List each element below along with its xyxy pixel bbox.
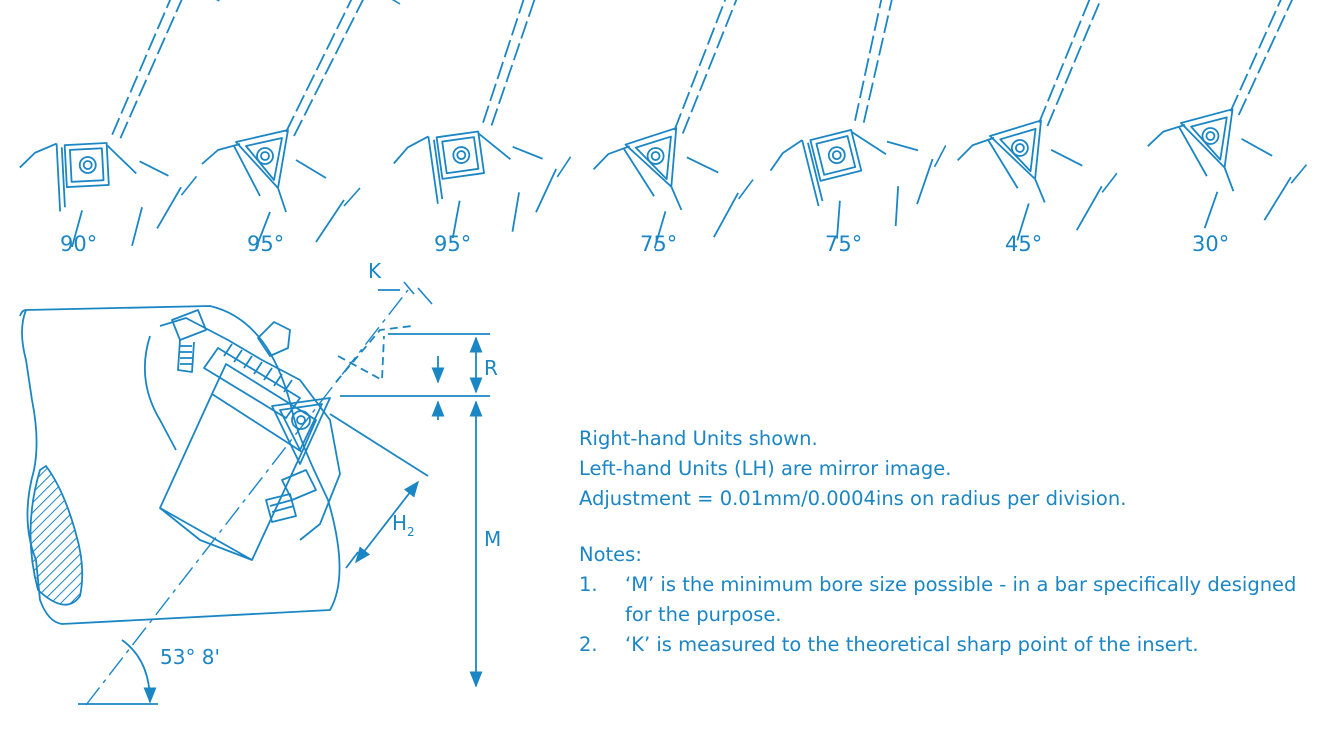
dimension-m-label: M [484, 527, 501, 551]
boring-unit-drawing [19, 281, 490, 706]
note-line-left-hand: Left-hand Units (LH) are mirror image. [579, 457, 952, 480]
note-item: 2. ‘K’ is measured to the theoretical sha… [579, 630, 1319, 660]
angle-label-1: 90° [60, 232, 97, 256]
tool-head-2 [201, 0, 401, 249]
dimension-k-label: K [368, 259, 382, 283]
dimension-h2-sub: 2 [407, 525, 415, 539]
angle-label-4: 75° [640, 232, 677, 256]
notes-list: 1. ‘M’ is the minimum bore size possible … [579, 570, 1319, 660]
tool-head-4 [576, 0, 800, 255]
dimension-h2-label: H2 [392, 511, 415, 539]
tool-head-5 [725, 0, 994, 254]
note-number: 1. [579, 573, 598, 596]
angle-label-6: 45° [1005, 232, 1042, 256]
note-line-adjustment: Adjustment = 0.01mm/0.0004ins on radius … [579, 487, 1127, 510]
tool-head-3 [367, 0, 613, 248]
angle-label-2: 95° [247, 232, 284, 256]
note-item: 1. ‘M’ is the minimum bore size possible … [579, 570, 1319, 630]
dimension-h2-main: H [392, 511, 407, 535]
note-line-right-hand: Right-hand Units shown. [579, 427, 818, 450]
note-number: 2. [579, 633, 598, 656]
angle-label-5: 75° [825, 232, 862, 256]
note-text: ‘K’ is measured to the theoretical sharp… [625, 633, 1199, 656]
bar-angle-label: 53° 8' [160, 645, 220, 669]
dimension-r-label: R [484, 356, 498, 380]
note-text: ‘M’ is the minimum bore size possible - … [625, 573, 1297, 626]
angle-label-7: 30° [1192, 232, 1229, 256]
notes-panel: Right-hand Units shown. Left-hand Units … [579, 424, 1319, 660]
angle-label-3: 95° [434, 232, 471, 256]
tool-head-6 [943, 0, 1162, 246]
tool-head-1 [9, 0, 233, 253]
tool-head-7 [1140, 0, 1327, 232]
notes-heading: Notes: [579, 543, 642, 566]
